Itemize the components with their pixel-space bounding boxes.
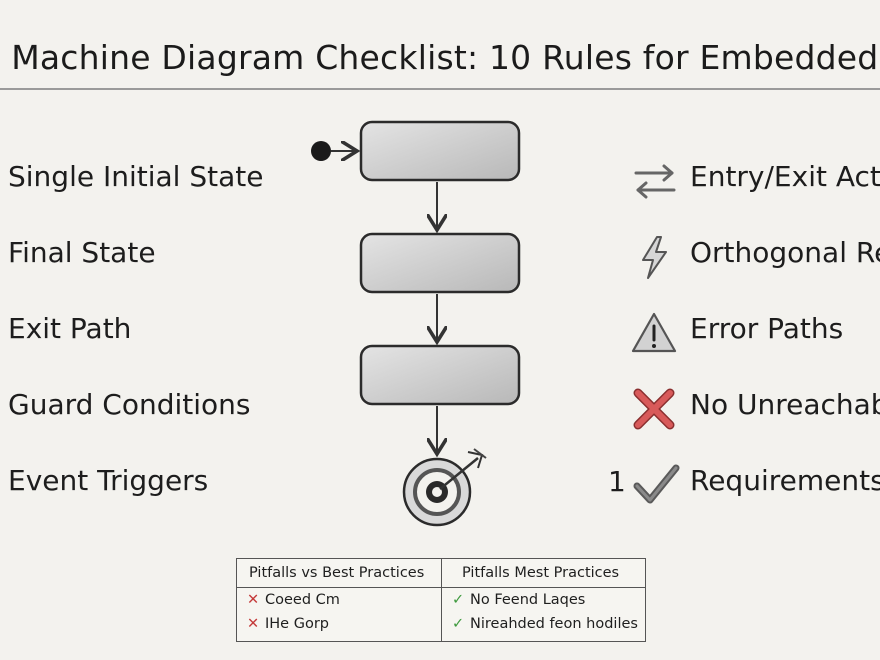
lightning-icon xyxy=(630,234,680,280)
swap-arrows-icon xyxy=(630,158,680,204)
rule-exit-path: Exit Path xyxy=(8,312,132,345)
pitfall-item-2: IHe Gorp xyxy=(265,616,329,632)
state-machine-diagram xyxy=(311,120,521,527)
table-row: ✕ Coeed Cm xyxy=(237,588,441,612)
final-state-target-icon xyxy=(402,448,487,527)
pitfall-item-1: Coeed Cm xyxy=(265,592,340,608)
cross-icon: ✕ xyxy=(247,592,260,608)
rule-no-unreachable: No Unreachable xyxy=(690,388,880,421)
rule-number-prefix: 1 xyxy=(608,465,626,498)
check-icon: ✓ xyxy=(452,592,465,608)
best-practices-column-header: Pitfalls Мest Practices xyxy=(442,559,645,588)
rule-orthogonal-regions: Orthogonal Reg xyxy=(690,236,880,269)
table-row: ✓ Nireahded feon hodiles xyxy=(442,612,645,636)
rule-entry-exit-actions: Entry/Exit Act xyxy=(690,160,880,193)
rule-guard-conditions: Guard Conditions xyxy=(8,388,251,421)
rule-requirements-traceability: Requirements T xyxy=(690,464,880,497)
pitfalls-column: Pitfalls vs Best Practices ✕ Coeed Cm ✕ IH… xyxy=(237,559,442,641)
best-practice-item-2: Nireahded feon hodiles xyxy=(470,616,638,632)
rule-single-initial-state: Single Initial State xyxy=(8,160,264,193)
state-box-2 xyxy=(359,232,521,294)
initial-state-marker xyxy=(311,141,331,161)
table-row: ✓ No Feend Laqes xyxy=(442,588,645,612)
pitfalls-vs-best-practices-table: Pitfalls vs Best Practices ✕ Coeed Cm ✕ IH… xyxy=(236,558,646,642)
rule-event-triggers: Event Triggers xyxy=(8,464,209,497)
best-practices-column: Pitfalls Мest Practices ✓No Feend Laqes … xyxy=(442,559,645,641)
red-x-icon xyxy=(630,386,680,432)
check-icon: ✓ xyxy=(452,616,465,632)
table-row: ✕ IHe Gorp xyxy=(237,612,441,636)
best-practice-item-1: No Feend Laqes xyxy=(470,592,586,608)
checkmark-icon xyxy=(632,462,682,508)
cross-icon: ✕ xyxy=(247,616,260,632)
state-box-1 xyxy=(359,120,521,182)
title-divider xyxy=(0,88,880,90)
warning-icon xyxy=(630,310,680,356)
state-box-3 xyxy=(359,344,521,406)
rule-final-state: Final State xyxy=(8,236,156,269)
page-title: e Machine Diagram Checklist: 10 Rules fo… xyxy=(0,38,880,77)
pitfalls-column-header: Pitfalls vs Best Practices xyxy=(237,559,441,588)
title-bar: e Machine Diagram Checklist: 10 Rules fo… xyxy=(0,38,880,88)
rule-error-paths: Error Paths xyxy=(690,312,844,345)
